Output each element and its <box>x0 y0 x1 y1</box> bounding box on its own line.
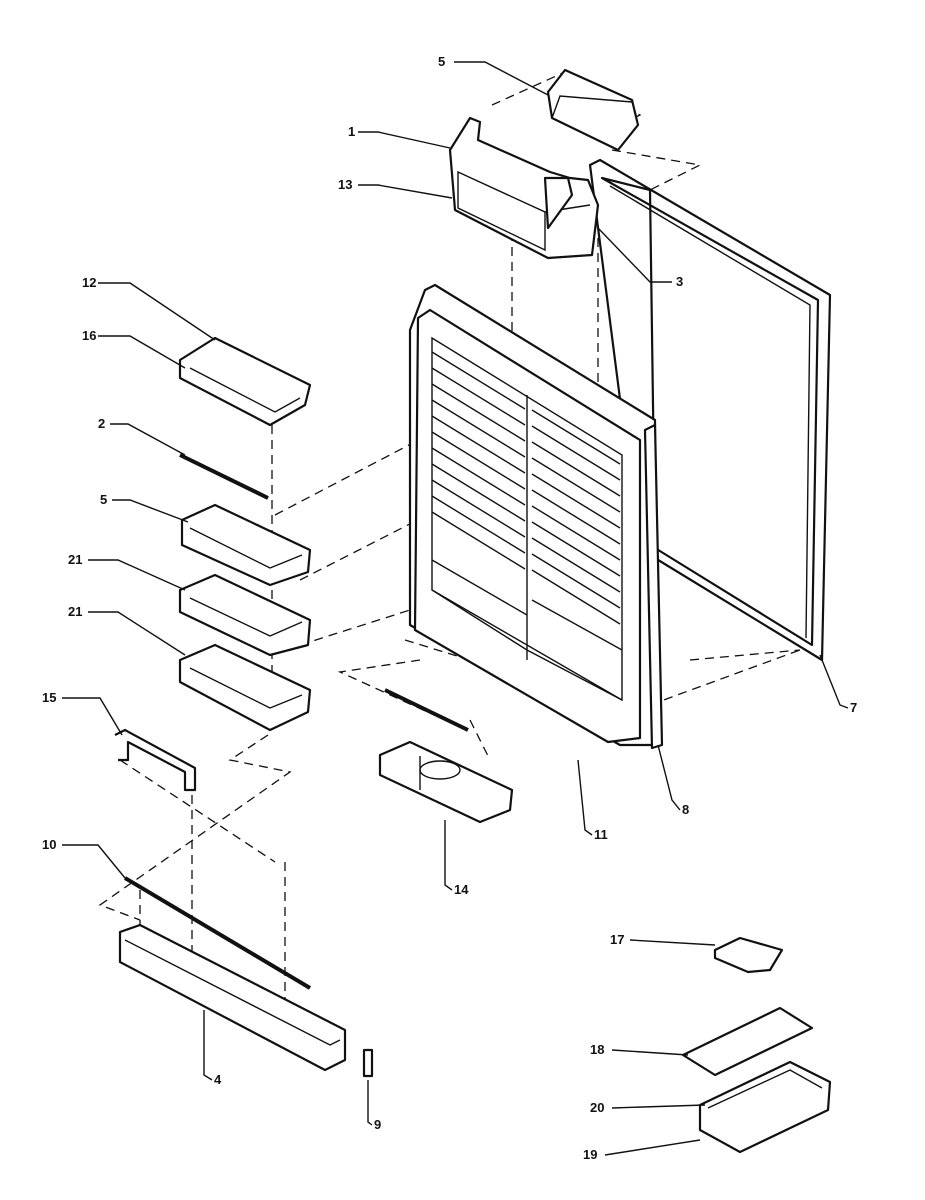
callout-5-top: 5 <box>438 54 445 69</box>
callout-9: 9 <box>374 1117 381 1132</box>
callout-18: 18 <box>590 1042 604 1057</box>
dairy-door-top <box>546 68 640 152</box>
ice-tray-17 <box>713 936 784 974</box>
callout-13: 13 <box>338 177 352 192</box>
callout-4: 4 <box>214 1072 222 1087</box>
callout-21b: 21 <box>68 604 82 619</box>
door-shelf-5 <box>180 503 312 587</box>
screw-9 <box>362 1048 374 1078</box>
shelf-trim-2 <box>179 453 269 500</box>
callout-16: 16 <box>82 328 96 343</box>
callout-5: 5 <box>100 492 107 507</box>
callout-1: 1 <box>348 124 355 139</box>
bottom-door-shelf <box>118 923 347 1072</box>
door-gasket-strip <box>643 423 664 750</box>
callout-12: 12 <box>82 275 96 290</box>
door-shelf-21a <box>178 573 312 657</box>
callout-7: 7 <box>850 700 857 715</box>
callout-10: 10 <box>42 837 56 852</box>
shelf-trim-10 <box>123 876 312 990</box>
shelf-retainer-15 <box>114 728 197 792</box>
liner-shelf-ribs <box>431 351 621 625</box>
callout-21a: 21 <box>68 552 82 567</box>
door-bin-14 <box>378 688 514 824</box>
callout-19: 19 <box>583 1147 597 1162</box>
callout-3: 3 <box>676 274 683 289</box>
callout-2: 2 <box>98 416 105 431</box>
callout-labels: 5 1 13 3 12 16 2 5 21 21 15 10 4 9 7 8 1… <box>42 54 857 1162</box>
callout-20: 20 <box>590 1100 604 1115</box>
callout-11: 11 <box>594 827 608 842</box>
callout-17: 17 <box>610 932 624 947</box>
butter-door-12 <box>178 336 312 427</box>
callout-8: 8 <box>682 802 689 817</box>
callout-leaders <box>62 61 849 1156</box>
callout-14: 14 <box>454 882 469 897</box>
door-liner <box>408 283 657 747</box>
callout-15: 15 <box>42 690 56 705</box>
dairy-compartment <box>448 116 600 260</box>
ice-cover-18 <box>681 1006 814 1077</box>
ice-bin-20-19 <box>698 1060 832 1154</box>
door-shelf-21b <box>178 643 312 732</box>
